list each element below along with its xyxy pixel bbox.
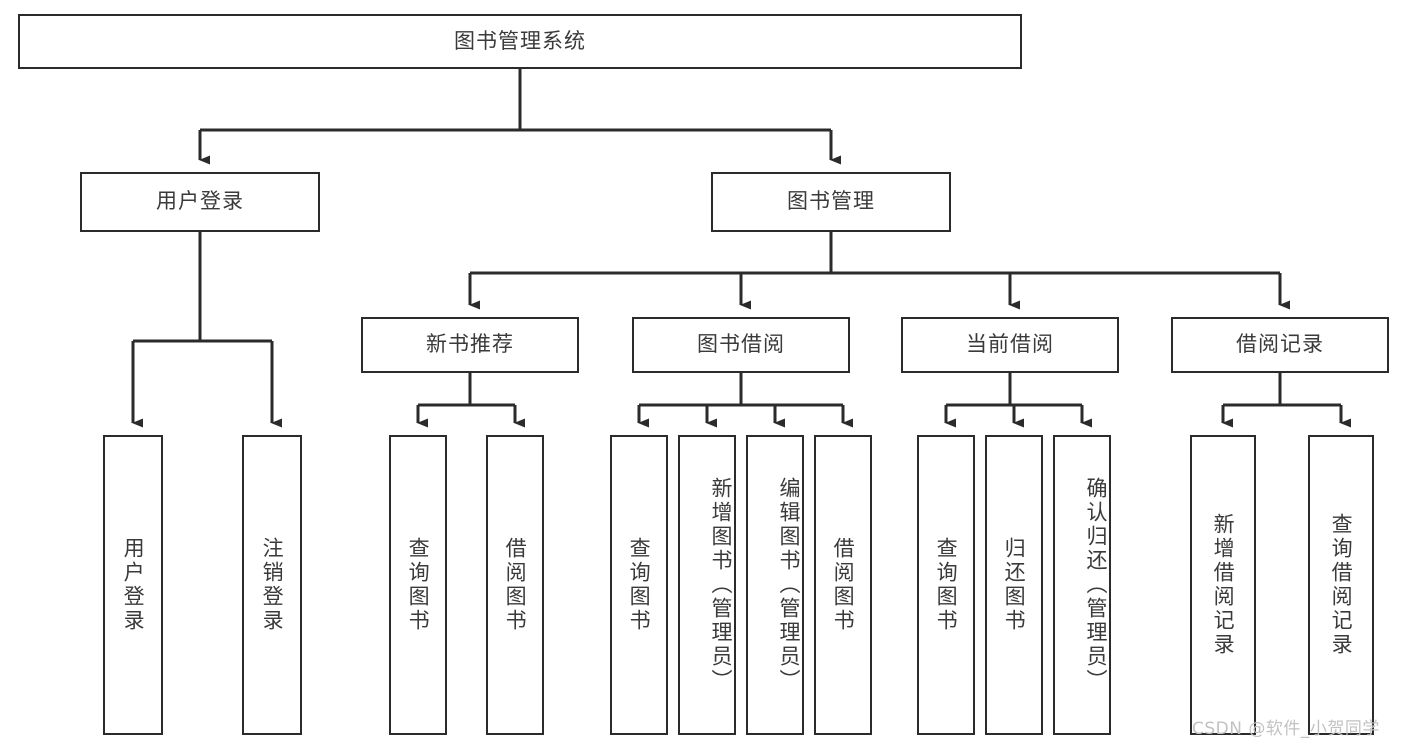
node-root-label: 图书管理系统 xyxy=(454,28,586,53)
node-leaf-add-borrow-record-label: 新增借阅记录 xyxy=(1211,513,1236,657)
node-user-login[interactable]: 用户登录 xyxy=(80,172,320,232)
node-book-management[interactable]: 图书管理 xyxy=(711,172,951,232)
node-borrow-record-label: 借阅记录 xyxy=(1236,332,1324,357)
node-leaf-borrow-book-2-label: 借阅图书 xyxy=(831,537,856,633)
node-leaf-confirm-return[interactable]: 确认归还（管理员） xyxy=(1053,435,1111,735)
node-leaf-query-book-2[interactable]: 查询图书 xyxy=(610,435,668,735)
node-book-management-label: 图书管理 xyxy=(787,189,875,214)
node-leaf-borrow-book-2[interactable]: 借阅图书 xyxy=(814,435,872,735)
node-user-login-label: 用户登录 xyxy=(156,189,244,214)
node-current-borrow-label: 当前借阅 xyxy=(966,332,1054,357)
node-leaf-borrow-book-1[interactable]: 借阅图书 xyxy=(486,435,544,735)
node-leaf-query-book-2-label: 查询图书 xyxy=(627,537,652,633)
node-leaf-add-borrow-record[interactable]: 新增借阅记录 xyxy=(1190,435,1256,735)
node-leaf-query-book-1-label: 查询图书 xyxy=(406,537,431,633)
node-leaf-query-book-3[interactable]: 查询图书 xyxy=(917,435,975,735)
node-current-borrow[interactable]: 当前借阅 xyxy=(901,317,1119,373)
node-leaf-query-book-1[interactable]: 查询图书 xyxy=(389,435,447,735)
node-leaf-edit-book[interactable]: 编辑图书（管理员） xyxy=(746,435,804,735)
node-leaf-edit-book-label: 编辑图书（管理员） xyxy=(777,477,801,693)
node-new-book-recommend-label: 新书推荐 xyxy=(426,332,514,357)
node-new-book-recommend[interactable]: 新书推荐 xyxy=(361,317,579,373)
node-leaf-return-book-label: 归还图书 xyxy=(1002,537,1027,633)
node-leaf-logout-label: 注销登录 xyxy=(260,537,285,633)
node-leaf-logout[interactable]: 注销登录 xyxy=(242,435,302,735)
node-leaf-add-book[interactable]: 新增图书（管理员） xyxy=(678,435,736,735)
node-leaf-query-book-3-label: 查询图书 xyxy=(934,537,959,633)
node-leaf-confirm-return-label: 确认归还（管理员） xyxy=(1084,477,1108,693)
node-book-borrow-label: 图书借阅 xyxy=(697,332,785,357)
node-leaf-query-borrow-record[interactable]: 查询借阅记录 xyxy=(1308,435,1374,735)
node-leaf-user-login[interactable]: 用户登录 xyxy=(103,435,163,735)
node-leaf-query-borrow-record-label: 查询借阅记录 xyxy=(1329,513,1354,657)
node-leaf-return-book[interactable]: 归还图书 xyxy=(985,435,1043,735)
node-root[interactable]: 图书管理系统 xyxy=(18,14,1022,69)
node-leaf-add-book-label: 新增图书（管理员） xyxy=(709,477,733,693)
node-book-borrow[interactable]: 图书借阅 xyxy=(632,317,850,373)
node-borrow-record[interactable]: 借阅记录 xyxy=(1171,317,1389,373)
node-leaf-borrow-book-1-label: 借阅图书 xyxy=(503,537,528,633)
node-leaf-user-login-label: 用户登录 xyxy=(121,537,146,633)
